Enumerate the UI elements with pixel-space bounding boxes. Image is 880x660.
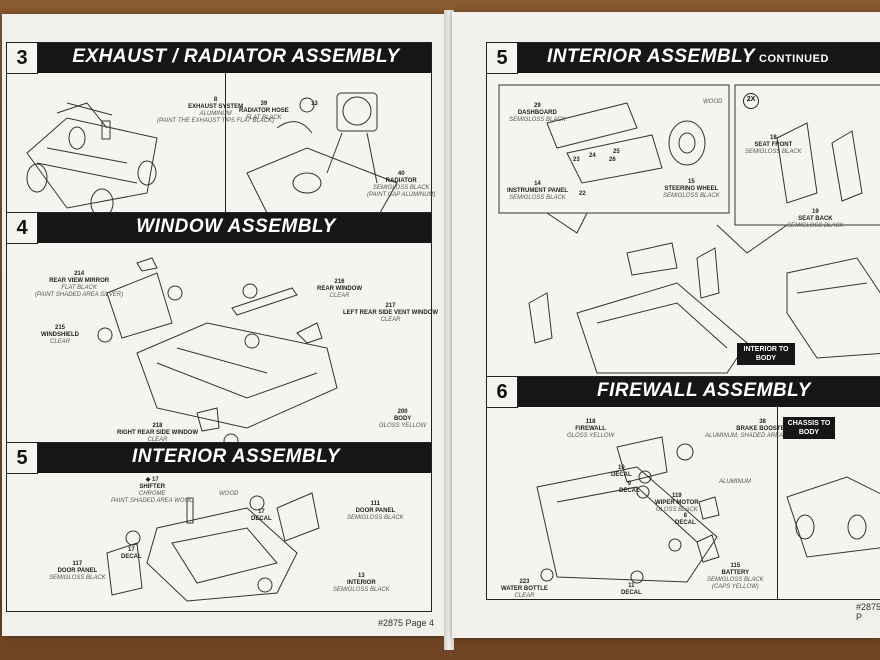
label-wood-wheel: WOOD — [703, 99, 723, 105]
step-header — [487, 43, 880, 73]
step-number: 6 — [487, 377, 518, 408]
callout-interior-to-body: INTERIOR TO BODY — [737, 343, 795, 365]
step-number: 3 — [7, 43, 38, 74]
window-assembly-drawing — [97, 257, 338, 445]
panel-divider — [225, 73, 226, 223]
label-22: 22 — [579, 191, 586, 197]
multiplier-badge: 2X — [743, 93, 759, 109]
label-13: 13 — [311, 101, 318, 107]
label-25: 25 — [613, 149, 620, 155]
page-number-right: #2875 P — [856, 602, 880, 622]
step-title: EXHAUST / RADIATOR ASSEMBLY — [72, 46, 400, 67]
label-24: 24 — [589, 153, 596, 159]
step-header — [487, 377, 880, 407]
label-26: 26 — [609, 157, 616, 163]
firewall-assembly-drawing — [536, 436, 880, 584]
step-number: 5 — [487, 43, 518, 74]
step-header — [7, 213, 431, 243]
label-wood: WOOD — [219, 491, 239, 497]
interior-continued-drawing — [498, 84, 880, 374]
step-title: INTERIOR ASSEMBLY — [131, 446, 340, 467]
step-number: 4 — [7, 213, 38, 244]
interior-assembly-drawing — [106, 492, 320, 602]
panel-divider — [777, 407, 778, 599]
step-number: 5 — [7, 443, 38, 474]
label-aluminum: ALUMINUM — [719, 479, 752, 485]
step-title: FIREWALL ASSEMBLY — [597, 380, 811, 401]
step-title: WINDOW ASSEMBLY — [136, 216, 336, 237]
label-23: 23 — [573, 157, 580, 163]
callout-chassis-to-body: CHASSIS TO BODY — [783, 417, 835, 439]
step-header — [7, 43, 431, 73]
page-fold — [444, 10, 454, 650]
step-header — [7, 443, 431, 473]
page-number-left: #2875 Page 4 — [378, 618, 435, 628]
